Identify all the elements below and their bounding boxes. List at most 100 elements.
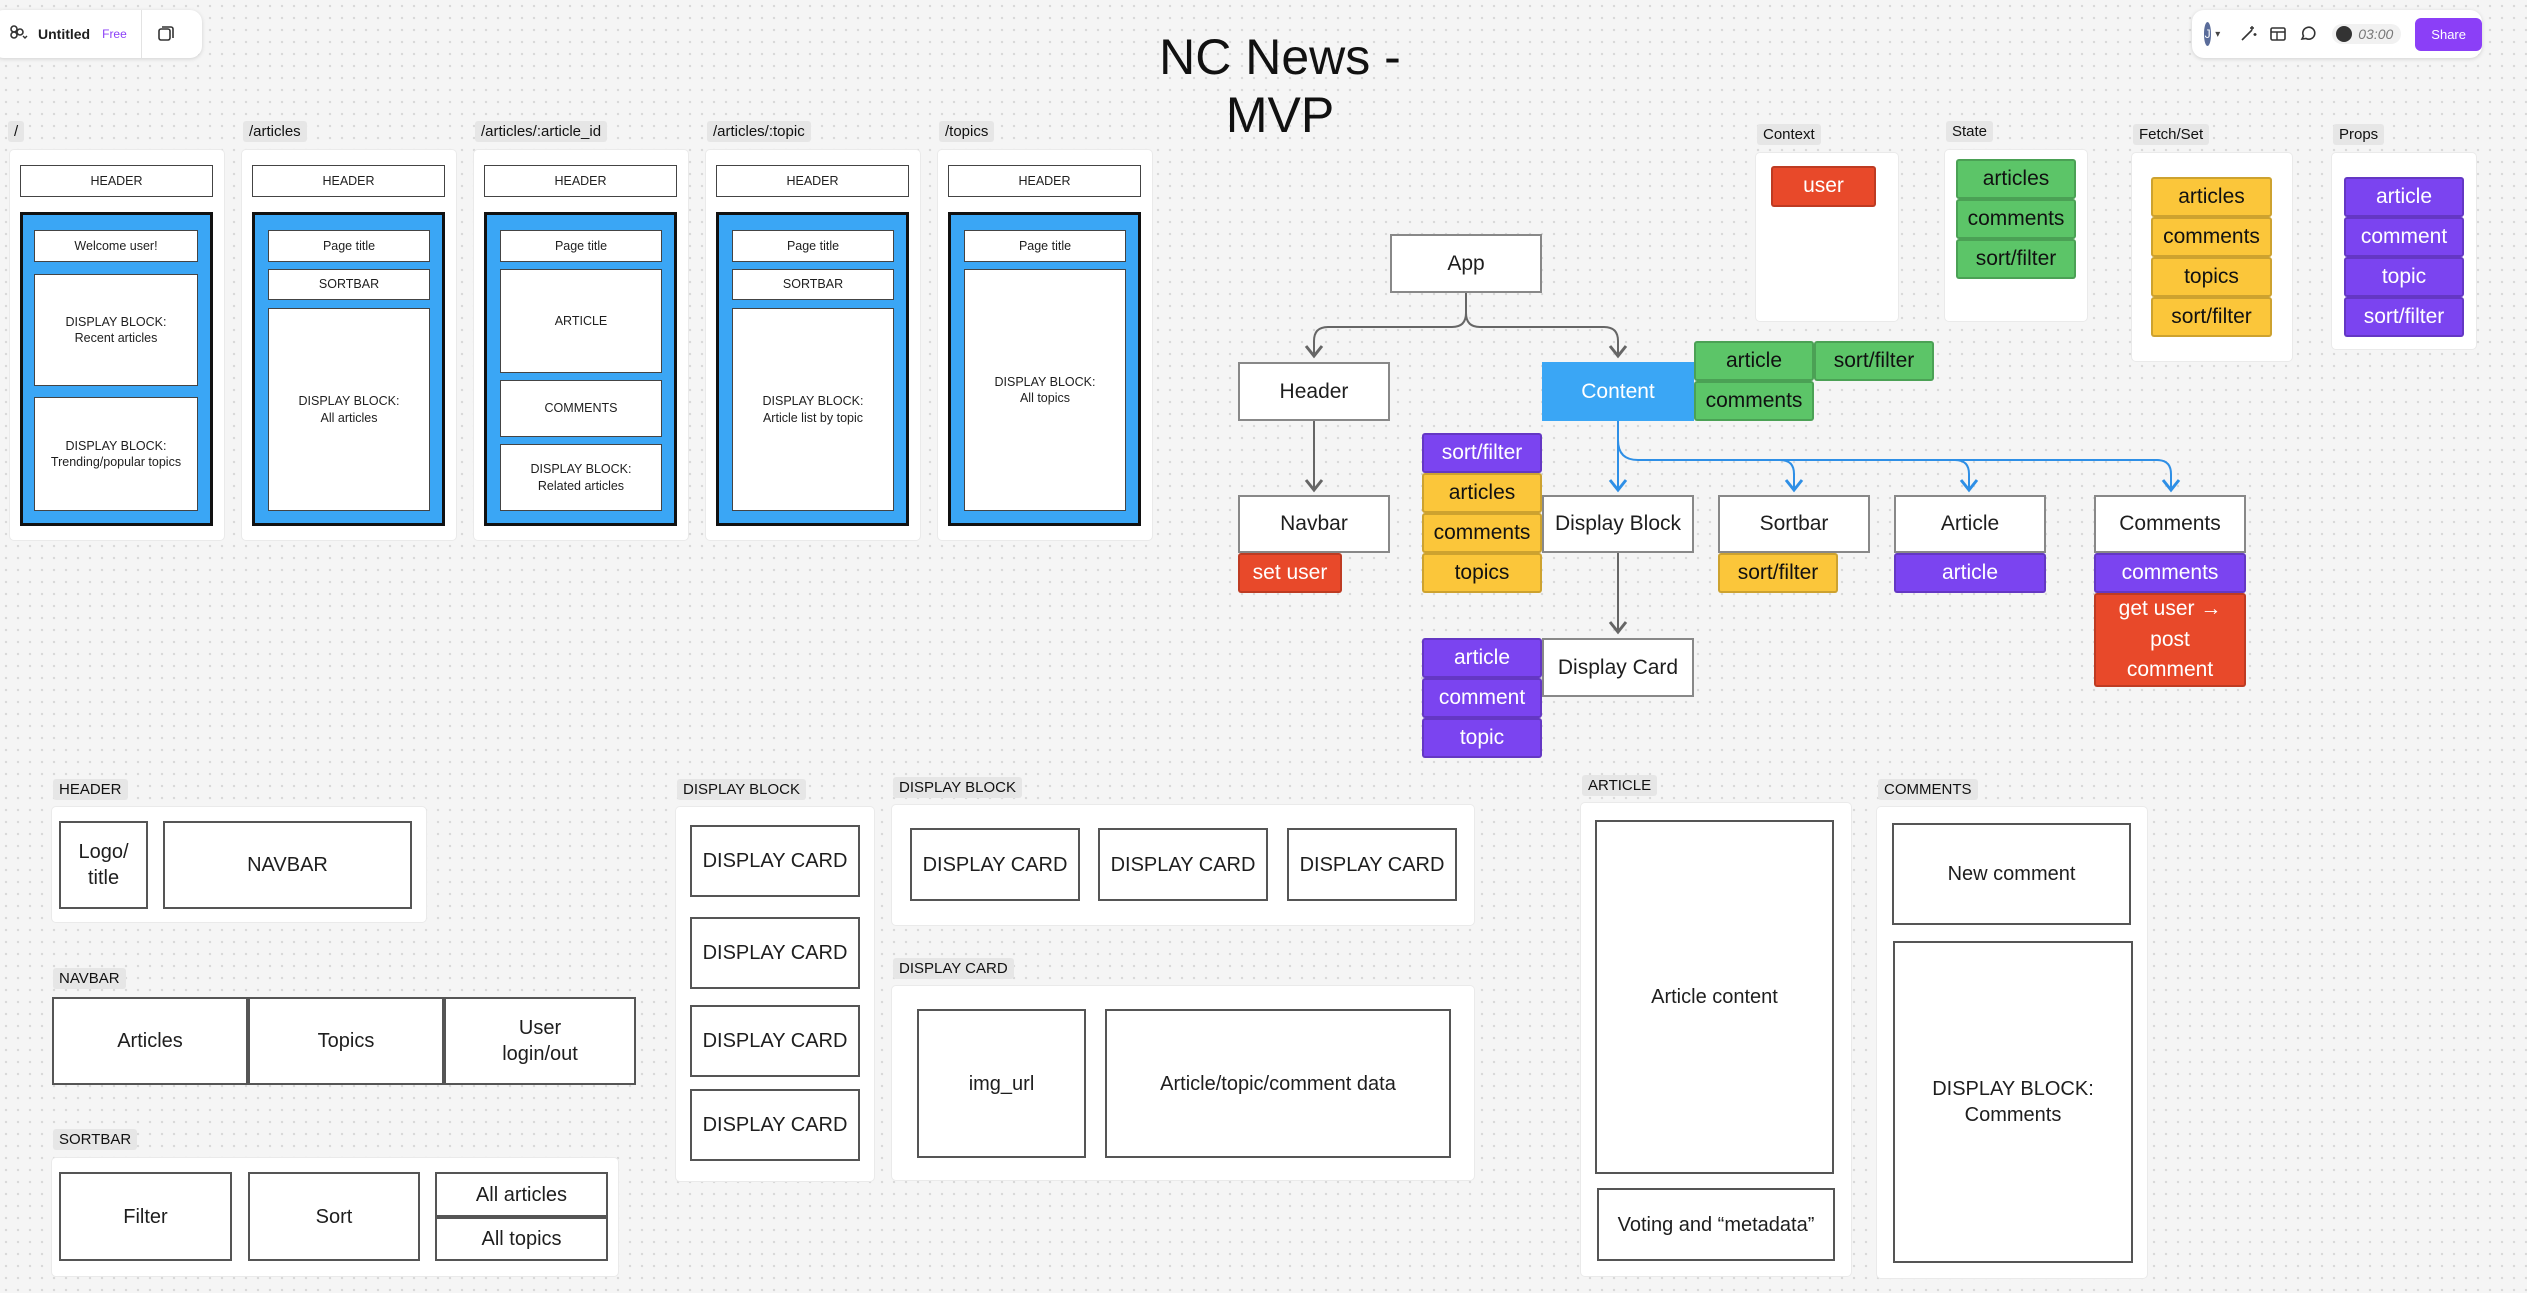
node-app: App bbox=[1390, 234, 1542, 293]
display-card-box: DISPLAY CARD bbox=[690, 917, 860, 989]
wireframe-item: DISPLAY BLOCK: Article list by topic bbox=[732, 308, 894, 511]
node-display-block: Display Block bbox=[1542, 495, 1694, 553]
node-navbar: Navbar bbox=[1238, 495, 1390, 553]
navbar-box: NAVBAR bbox=[163, 821, 412, 909]
wireframe-item: DISPLAY BLOCK: Related articles bbox=[500, 444, 662, 511]
wireframe-header: HEADER bbox=[252, 165, 445, 197]
route-label: /articles bbox=[243, 121, 307, 142]
context-sticky: user bbox=[1771, 166, 1876, 207]
component-label: DISPLAY CARD bbox=[893, 958, 1014, 979]
legend-label: Fetch/Set bbox=[2133, 124, 2210, 145]
fetch-sticky: articles bbox=[2151, 177, 2272, 217]
divider bbox=[140, 10, 142, 58]
legend-label: Props bbox=[2333, 124, 2385, 145]
wireframe-header: HEADER bbox=[716, 165, 909, 197]
wireframe-item: DISPLAY BLOCK: Trending/popular topics bbox=[34, 397, 198, 511]
wireframe-header: HEADER bbox=[948, 165, 1141, 197]
logo-title: Logo/ title bbox=[59, 821, 148, 909]
timer-value: 03:00 bbox=[2358, 26, 2394, 42]
all-topics-box: All topics bbox=[435, 1217, 608, 1261]
nav-topics: Topics bbox=[248, 997, 444, 1085]
display-card-box: DISPLAY CARD bbox=[1287, 828, 1457, 901]
display-card-props: comment bbox=[1422, 678, 1542, 718]
wireframe-item: SORTBAR bbox=[268, 269, 430, 300]
display-card-props: topic bbox=[1422, 718, 1542, 758]
nav-articles: Articles bbox=[52, 997, 248, 1085]
legend-label: State bbox=[1946, 121, 1994, 142]
wireframe-item: ARTICLE bbox=[500, 269, 662, 373]
wireframe-item: Page title bbox=[500, 230, 662, 262]
filter-box: Filter bbox=[59, 1172, 232, 1261]
comments-block-box: DISPLAY BLOCK: Comments bbox=[1893, 941, 2133, 1263]
wireframe-header: HEADER bbox=[484, 165, 677, 197]
navbar-context: set user bbox=[1238, 553, 1342, 593]
display-card-box: DISPLAY CARD bbox=[690, 1005, 860, 1077]
display-block-fetch: articles bbox=[1422, 473, 1542, 513]
display-block-fetch: topics bbox=[1422, 553, 1542, 593]
fetch-sticky: comments bbox=[2151, 217, 2272, 257]
content-state-comments: comments bbox=[1694, 381, 1814, 421]
component-label: COMMENTS bbox=[1878, 779, 1978, 800]
wireframe-item: Welcome user! bbox=[34, 230, 198, 262]
component-label: DISPLAY BLOCK bbox=[893, 777, 1022, 798]
article-meta-box: Voting and “metadata” bbox=[1597, 1188, 1835, 1261]
component-label: ARTICLE bbox=[1582, 775, 1658, 796]
node-article: Article bbox=[1894, 495, 2046, 553]
article-props: article bbox=[1894, 553, 2046, 593]
all-articles-box: All articles bbox=[435, 1172, 608, 1217]
nav-user: User login/out bbox=[444, 997, 636, 1085]
plan-badge[interactable]: Free bbox=[102, 27, 127, 41]
wireframe-item: Page title bbox=[268, 230, 430, 262]
display-card-box: DISPLAY CARD bbox=[690, 1089, 860, 1161]
ai-sparkle-icon[interactable] bbox=[2238, 24, 2258, 44]
share-button[interactable]: Share bbox=[2415, 17, 2482, 51]
display-block-fetch: comments bbox=[1422, 513, 1542, 553]
wireframe-header: HEADER bbox=[20, 165, 213, 197]
display-card-props: article bbox=[1422, 638, 1542, 678]
wireframe-item: Page title bbox=[732, 230, 894, 262]
route-label: /articles/:article_id bbox=[475, 121, 608, 142]
avatar[interactable]: J bbox=[2204, 22, 2212, 46]
file-toolbar: Untitled Free bbox=[0, 10, 202, 58]
component-label: HEADER bbox=[53, 779, 128, 800]
content-state-sort: sort/filter bbox=[1814, 341, 1934, 381]
sortbar-fetch: sort/filter bbox=[1718, 553, 1838, 593]
props-sticky: sort/filter bbox=[2344, 297, 2464, 337]
comment-icon[interactable] bbox=[2298, 24, 2318, 44]
display-card-box: DISPLAY CARD bbox=[1098, 828, 1268, 901]
node-header: Header bbox=[1238, 362, 1390, 421]
component-label: SORTBAR bbox=[53, 1129, 138, 1150]
node-display-card: Display Card bbox=[1542, 638, 1694, 697]
wireframe-item: SORTBAR bbox=[732, 269, 894, 300]
pages-icon[interactable] bbox=[156, 24, 176, 44]
timer-widget[interactable]: 03:00 bbox=[2332, 24, 2402, 44]
state-sticky: articles bbox=[1956, 159, 2076, 199]
article-content-box: Article content bbox=[1595, 820, 1834, 1174]
board-title: NC News - MVP bbox=[1159, 29, 1401, 143]
figma-menu-icon[interactable] bbox=[4, 21, 30, 47]
node-sortbar: Sortbar bbox=[1718, 495, 1870, 553]
route-label: / bbox=[8, 121, 25, 142]
wireframe-item: DISPLAY BLOCK: All topics bbox=[964, 269, 1126, 511]
display-card-box: DISPLAY CARD bbox=[690, 825, 860, 897]
chevron-down-icon[interactable]: ▾ bbox=[2215, 28, 2221, 40]
timer-icon bbox=[2336, 26, 2353, 42]
props-sticky: comment bbox=[2344, 217, 2464, 257]
wireframe-item: DISPLAY BLOCK: All articles bbox=[268, 308, 430, 511]
node-comments: Comments bbox=[2094, 495, 2246, 553]
fetch-sticky: topics bbox=[2151, 257, 2272, 297]
file-name[interactable]: Untitled bbox=[38, 26, 91, 42]
state-sticky: comments bbox=[1956, 199, 2076, 239]
wireframe-item: COMMENTS bbox=[500, 380, 662, 437]
props-sticky: topic bbox=[2344, 257, 2464, 297]
table-icon[interactable] bbox=[2268, 24, 2288, 44]
route-label: /topics bbox=[939, 121, 995, 142]
collab-toolbar: J ▾ 03:00 Share bbox=[2192, 10, 2482, 58]
props-sticky: article bbox=[2344, 177, 2464, 217]
wireframe-item: Page title bbox=[964, 230, 1126, 262]
card-data-box: Article/topic/comment data bbox=[1105, 1009, 1451, 1158]
route-label: /articles/:topic bbox=[707, 121, 811, 142]
component-label: NAVBAR bbox=[53, 968, 126, 989]
state-sticky: sort/filter bbox=[1956, 239, 2076, 279]
